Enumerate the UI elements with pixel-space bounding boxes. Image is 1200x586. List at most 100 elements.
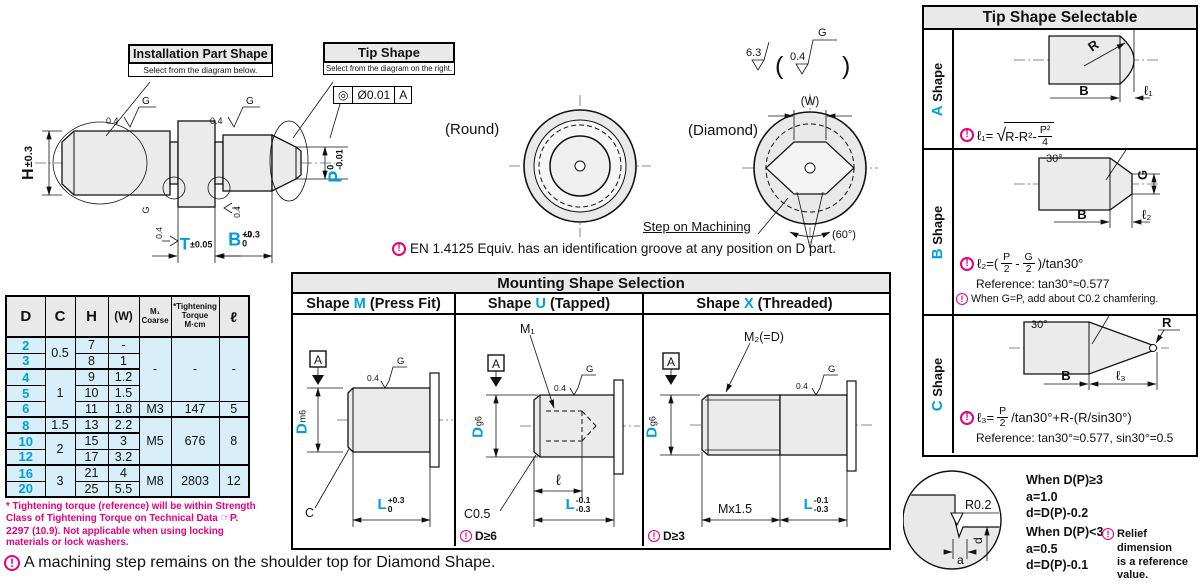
p-letter: P [326,170,346,183]
angle-60-dimension: (60°) [789,191,856,249]
l-letter: L [565,496,575,514]
t-letter: T [179,234,190,254]
paren-open: ( [775,52,784,80]
g-label: G [1135,170,1150,180]
relief-detail-circle-right [207,176,231,200]
fit-class: g6 [647,416,657,427]
tip-shape-callout: Tip Shape Select from the diagram on the… [323,42,455,75]
shape-letter: B [929,247,947,259]
c-shape-drawing: 30° R B ℓ₃ [1009,315,1180,390]
a-shape-drawing: R B ℓ₁ [1014,30,1159,102]
c-shape-reference: Reference: tan30°≈0.577, sin30°=0.5 [976,431,1174,446]
g-rot-label-2: G [243,230,253,238]
footnote-page-ref: ☞P. 2297 [6,512,239,537]
relief-detail-circle-left [162,176,186,200]
diamond-section-drawing: (W) (60°) [742,94,878,249]
r02-label: R0.2 [965,498,991,512]
shape-letter: A [929,104,947,116]
c05-chamfer-label: C0.5 [464,507,490,521]
shape-word: Shape [930,62,946,102]
angle-30-label: 30° [1031,319,1048,331]
tip-shape-selectable-panel: Tip Shape Selectable A Shape R B [922,5,1198,457]
shape-x-header: Shape X (Threaded) [696,295,833,312]
fit-class: g6 [473,416,483,427]
b-shape-note: ! When G=P, add about C0.2 chamfering. [956,293,1196,306]
frac-den: 2 [999,417,1006,430]
h-dimension [42,130,62,196]
note-text: D≥6 [475,529,497,543]
shape-word: Shape [930,205,946,245]
shape-u-drawing: A M₁ 0.4 [464,322,640,527]
g-label: G [828,364,835,375]
shape-m-cell: A 0.4 G C [293,315,456,546]
p-dimension [296,146,348,180]
shape-x-cell: A M₂(=D) 0.4 G [644,315,885,546]
shape-m-header: Shape M (Press Fit) [293,294,456,313]
col-w: (W) [107,295,140,338]
g-label: G [586,364,593,375]
tip-shape-row-a: A Shape R B ℓ₁ ! ℓ₁= [924,30,1196,150]
footnote-text: * Tightening torque (reference) will be … [6,501,256,525]
installation-callout-leader [105,81,151,137]
roughness-value: 0.4 [796,381,808,391]
concentricity-tolerance-frame: ◎ Ø0.01 A [333,86,413,104]
footnote-text: (10.9). Not applicable when using lockin… [6,525,224,549]
col-c: C [44,295,76,338]
finish-fine-value: 0.4 [790,51,805,63]
bottom-note-text: A machining step remains on the shoulder… [24,554,496,571]
finish-coarse-value: 6.3 [746,47,761,59]
shape-letter: C [929,400,947,412]
b-label: B [1077,207,1086,222]
d-g6-label: D g6 [469,416,487,438]
frac-den: 2 [1025,263,1032,276]
tightening-torque-footnote: * Tightening torque (reference) will be … [6,501,264,549]
en-note-text: EN 1.4125 Equiv. has an identification g… [410,241,837,256]
tip-shape-row-c: C Shape 30° R B [924,315,1196,453]
caution-icon: ! [1102,528,1114,540]
shape-m-drawing: A 0.4 G C [305,350,453,527]
rough-rot-label-1: 0.4 [154,227,164,239]
r02-pointer-triangle [950,512,964,527]
m2-thread-label: M₂(=D) [744,330,784,344]
roughness-value: 0.4 [210,116,223,126]
datum-letter: A [395,86,413,104]
c-shape-label: C Shape [924,316,954,453]
caution-icon: ! [960,410,974,425]
b-tol-top: +0.3 [242,229,260,240]
d-letter: D [293,423,311,435]
b-label: B [1079,83,1088,98]
formula-lead: ℓ₃= [977,410,995,426]
pin-side-view-drawing: 0.4 G 0.4 G [35,81,348,263]
p-tol-bot: -0.01 [335,149,345,170]
caution-icon: ! [460,530,472,542]
diamond-label: (Diamond) [688,122,759,139]
col-l: ℓ [218,295,250,338]
concentricity-icon: ◎ [333,86,354,104]
formula-lead: ℓ₂=( [977,256,999,272]
h-letter: H [20,168,37,180]
l-letter: L [803,496,813,514]
b-shape-label: B Shape [924,150,954,314]
note-text: D≥3 [663,529,685,543]
l3-label: ℓ₃ [1116,368,1126,383]
frac-den: 4 [1042,136,1049,149]
caution-icon: ! [956,293,968,306]
d-letter: D [469,427,487,438]
l-dim-label: L -0.1-0.3 [565,495,591,514]
pin-body [61,120,302,208]
h-tol: ±0.3 [23,146,35,168]
m1-thread-label: M₁ [520,322,535,336]
rough-rot-label-2: 0.4 [232,206,242,218]
